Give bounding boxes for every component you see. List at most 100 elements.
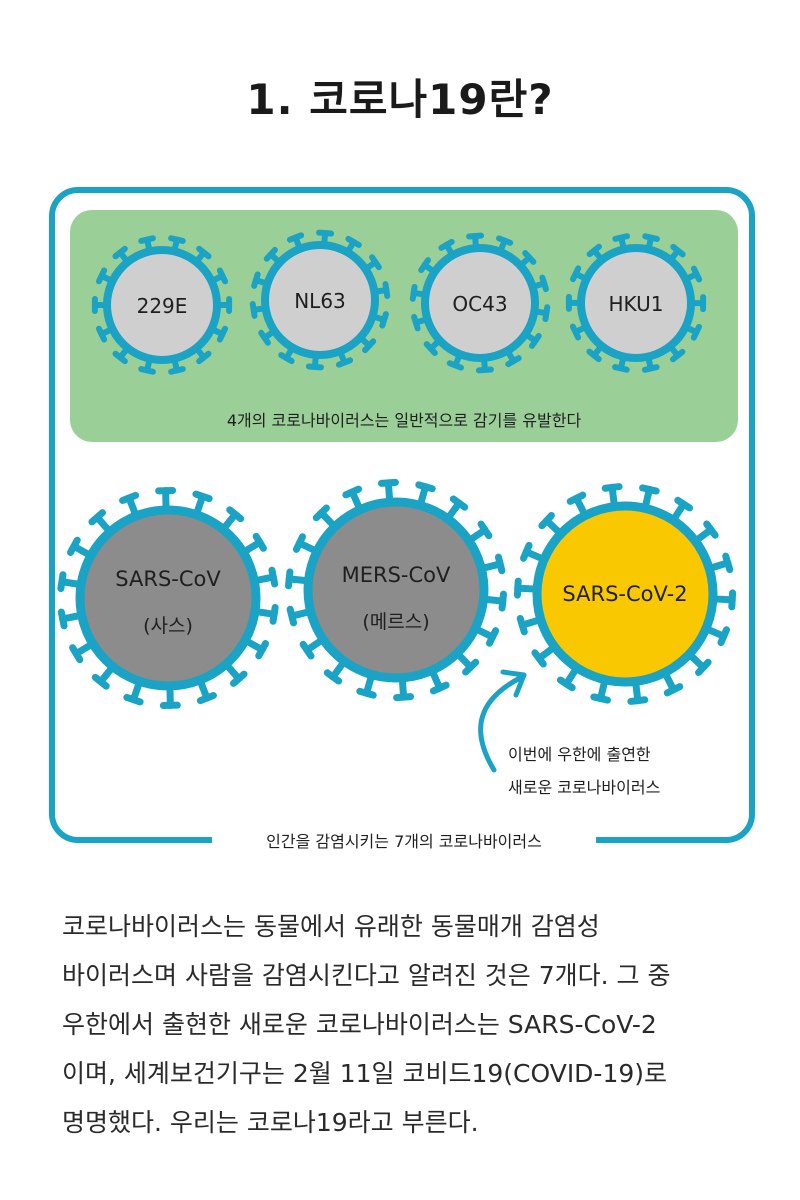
virus-hku1-spike-tip bbox=[569, 265, 582, 283]
virus-hku1-spike-tip bbox=[690, 265, 703, 283]
virus-229e-spike-tip bbox=[112, 245, 128, 260]
body-paragraph: 코로나바이러스는 동물에서 유래한 동물매개 감염성 바이러스며 사람을 감염시… bbox=[62, 902, 752, 1147]
virus-mers-cov-spike-tip bbox=[342, 485, 363, 499]
virus-229e-spike-tip bbox=[168, 235, 186, 244]
virus-nl63-spike-tip bbox=[251, 271, 261, 289]
virus-sars-cov-spike-tip bbox=[192, 490, 213, 503]
virus-mers-cov-spike-tip bbox=[429, 681, 450, 695]
body-line-4: 이며, 세계보건기구는 2월 11일 코비드19(COVID-19)로 bbox=[62, 1059, 668, 1088]
virus-229e: 229E bbox=[91, 235, 233, 375]
virus-mers-cov-spike-tip bbox=[393, 693, 415, 702]
virus-sars-cov-spike-tip bbox=[57, 571, 67, 593]
virus-sars-cov-2-spike-tip bbox=[627, 696, 649, 705]
virus-sars-cov-spike-tip bbox=[91, 673, 110, 690]
virus-nl63-spike-tip bbox=[316, 229, 335, 237]
virus-sars-cov-spike-tip bbox=[269, 603, 279, 625]
virus-mers-cov-spike-tip bbox=[312, 504, 330, 522]
annotation-arrow bbox=[478, 675, 523, 773]
virus-mers-cov-spike-tip bbox=[323, 669, 343, 685]
body-line-3: 우한에서 출현한 새로운 코로나바이러스는 SARS-CoV-2 bbox=[62, 1010, 657, 1039]
virus-oc43-spike-tip bbox=[475, 366, 494, 374]
virus-mers-cov-body bbox=[303, 497, 489, 683]
virus-oc43-spike-tip bbox=[438, 238, 455, 251]
virus-sars-cov-spike-tip bbox=[230, 670, 248, 687]
virus-label-sars-cov-2: SARS-CoV-2 bbox=[562, 582, 687, 606]
virus-sars-cov-2-body bbox=[532, 501, 718, 687]
virus-oc43-spike-tip bbox=[539, 274, 549, 293]
virus-mers-cov-spike-tip bbox=[299, 640, 315, 660]
virus-sars-cov-2: SARS-CoV-2 bbox=[513, 483, 737, 705]
common-cold-box bbox=[70, 210, 738, 442]
virus-mers-cov-spike-tip bbox=[356, 687, 377, 699]
virus-alias-sars-cov: (사스) bbox=[143, 615, 193, 637]
virus-nl63-spike-tip bbox=[379, 311, 389, 329]
virus-mers-cov-spike-tip bbox=[462, 658, 480, 676]
virus-oc43-spike-tip bbox=[542, 304, 551, 323]
virus-229e-spike-tip bbox=[138, 235, 156, 244]
virus-sars-cov-spike-tip bbox=[69, 644, 84, 664]
virus-229e-spike-tip bbox=[216, 267, 229, 285]
virus-nl63-spike-tip bbox=[263, 246, 278, 262]
virus-229e-body bbox=[103, 246, 221, 364]
virus-label-hku1: HKU1 bbox=[609, 292, 664, 316]
virus-nl63: NL63 bbox=[249, 229, 391, 371]
virus-sars-cov-spike-tip bbox=[67, 536, 81, 556]
virus-hku1-spike-tip bbox=[670, 243, 686, 258]
virus-oc43-spike-tip bbox=[496, 235, 514, 246]
virus-oc43-spike-tip bbox=[411, 313, 421, 332]
virus-hku1-spike-tip bbox=[586, 348, 602, 363]
virus-mers-cov-spike-tip bbox=[284, 568, 294, 590]
virus-sars-cov-spike-tip bbox=[255, 640, 269, 660]
virus-mers-cov-spike-tip bbox=[415, 481, 436, 493]
virus-mers-cov: MERS-CoV (메르스) bbox=[284, 478, 508, 702]
virus-oc43-spike-tip bbox=[423, 341, 438, 356]
virus-mers-cov-spike-tip bbox=[292, 533, 307, 553]
virus-hku1-spike-tip bbox=[670, 348, 686, 363]
virus-nl63-spike-tip bbox=[278, 352, 295, 365]
virus-oc43-spike-tip bbox=[528, 332, 542, 349]
virus-sars-cov-spike-tip bbox=[196, 692, 217, 705]
virus-nl63-body bbox=[261, 241, 379, 359]
virus-sars-cov-2-spike-tip bbox=[639, 484, 660, 495]
virus-hku1-spike-tip bbox=[612, 364, 630, 373]
virus-oc43-spike-tip bbox=[409, 283, 418, 302]
virus-nl63-spike-tip bbox=[362, 338, 377, 354]
page-title: 1. 코로나19란? bbox=[246, 75, 554, 124]
virus-oc43-spike-tip bbox=[418, 257, 432, 274]
virus-229e-spike-tip bbox=[196, 350, 212, 365]
virus-sars-cov-2-spike-tip bbox=[674, 496, 694, 512]
annotation-arrowhead bbox=[500, 669, 527, 698]
virus-sars-cov-2-spike-tip bbox=[531, 649, 547, 668]
virus-nl63-spike-tip bbox=[305, 363, 324, 371]
virus-mers-cov-spike-tip bbox=[377, 478, 399, 487]
virus-label-nl63: NL63 bbox=[294, 289, 346, 313]
virus-sars-cov-spike-tip bbox=[57, 608, 68, 630]
coronavirus-diagram: 229E NL63 OC43 HKU1 4개의 코로나바이러스는 일반적으로 감… bbox=[49, 187, 755, 851]
virus-oc43-spike-tip bbox=[522, 250, 537, 265]
virus-nl63-spike-tip bbox=[286, 232, 305, 243]
virus-sars-cov-spike-tip bbox=[226, 506, 245, 523]
virus-oc43-spike-tip bbox=[505, 355, 522, 368]
virus-nl63-spike-tip bbox=[249, 301, 258, 319]
virus-nl63-spike-tip bbox=[335, 357, 354, 368]
virus-sars-cov-body bbox=[75, 505, 261, 691]
virus-mers-cov-spike-tip bbox=[485, 627, 500, 647]
virus-sars-cov-2-spike-tip bbox=[601, 483, 623, 492]
virus-sars-cov-2-spike-tip bbox=[695, 658, 712, 677]
virus-hku1-spike-tip bbox=[586, 243, 602, 258]
virus-alias-mers-cov: (메르스) bbox=[362, 611, 429, 633]
virus-229e-spike-tip bbox=[168, 366, 186, 375]
virus-229e-spike-tip bbox=[196, 245, 212, 260]
virus-sars-cov-2-spike-tip bbox=[566, 491, 587, 505]
virus-sars-cov-spike-tip bbox=[268, 566, 279, 588]
virus-oc43-spike-tip bbox=[466, 232, 485, 240]
virus-sars-cov-spike-tip bbox=[119, 491, 140, 504]
virus-hku1-spike-tip bbox=[642, 233, 660, 242]
annotation-line-2: 새로운 코로나바이러스 bbox=[508, 778, 660, 797]
virus-sars-cov-spike-tip bbox=[252, 532, 267, 552]
virus-sars-cov-2-spike-tip bbox=[728, 589, 737, 611]
virus-sars-cov-spike-tip bbox=[123, 693, 144, 706]
virus-label-229e: 229E bbox=[137, 294, 188, 318]
virus-229e-spike-tip bbox=[95, 325, 108, 343]
virus-sars-cov-spike-tip bbox=[88, 509, 106, 526]
